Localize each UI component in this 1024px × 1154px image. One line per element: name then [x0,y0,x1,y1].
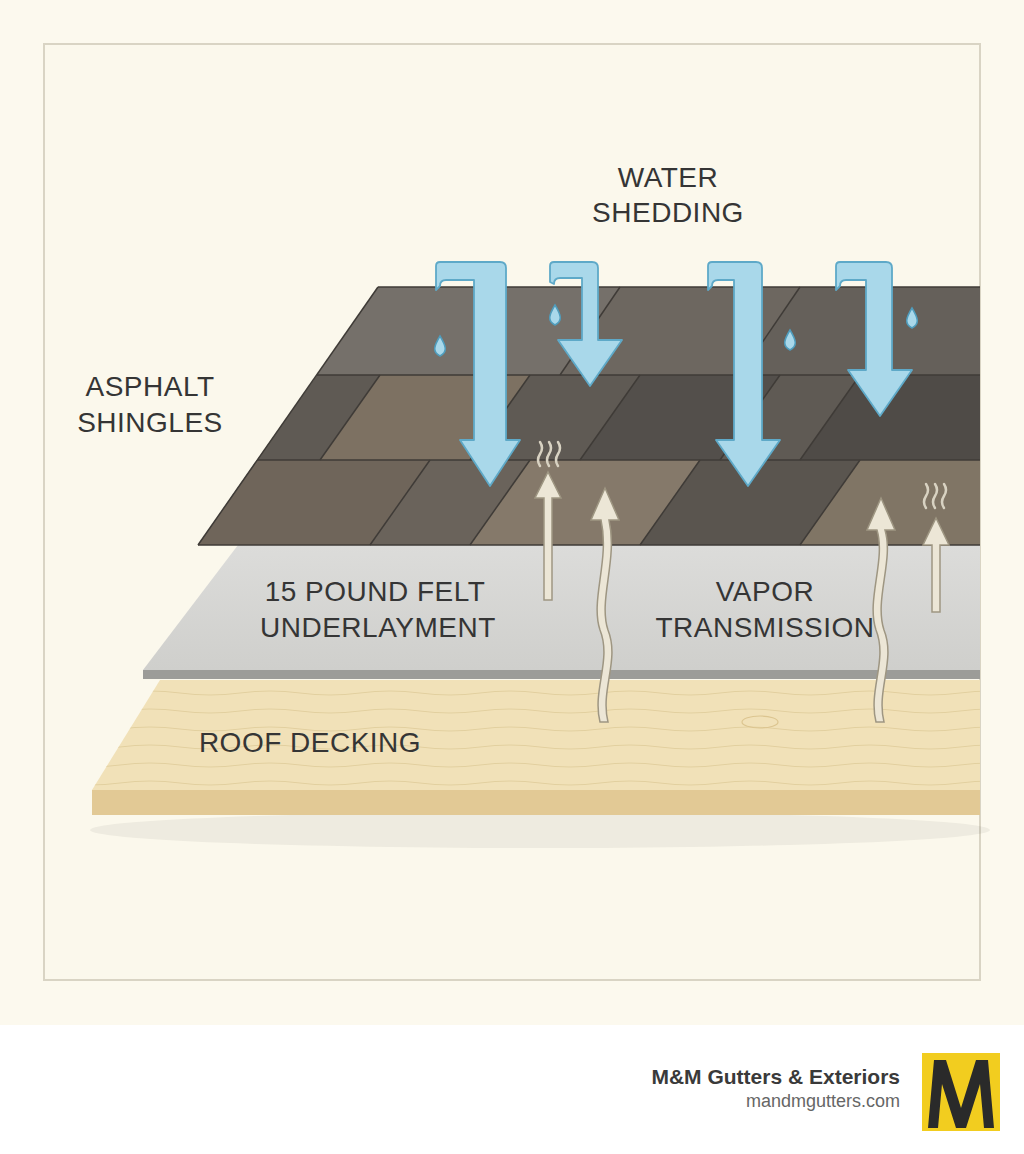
water-shedding-label: WATER SHEDDING [558,160,778,230]
felt-layer: 15 POUND FELT UNDERLAYMENT VAPOR TRANSMIS… [180,560,960,660]
decking-layer: ROOF DECKING [170,718,450,768]
website-url: mandmgutters.com [500,1090,900,1113]
company-name: M&M Gutters & Exteriors [500,1064,900,1090]
layer-label: VAPOR TRANSMISSION [650,574,880,646]
layer-label: ROOF DECKING [199,725,421,761]
shingle-layer: ASPHALT SHINGLES [70,360,230,450]
layer-label: ASPHALT SHINGLES [70,369,230,441]
layer-label: 15 POUND FELT UNDERLAYMENT [260,574,490,646]
